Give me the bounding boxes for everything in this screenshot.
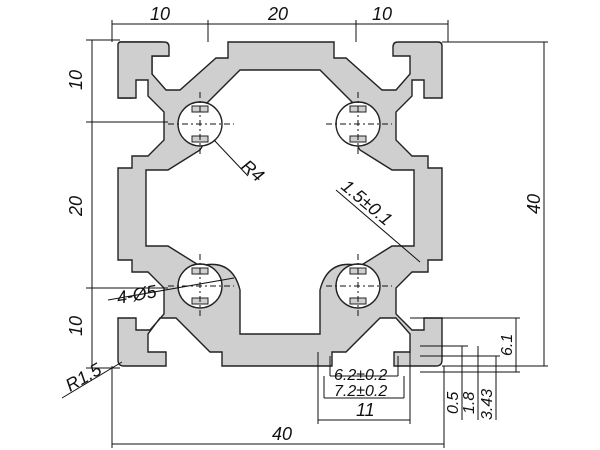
dim-right-d: 3.43 xyxy=(479,389,496,420)
dimension-lines xyxy=(61,20,548,448)
dim-left-top: 10 xyxy=(66,70,86,90)
dim-radius-corner: R1.5 xyxy=(62,359,106,396)
dim-right-a: 6.1 xyxy=(499,334,516,356)
dim-slot-a: 6.2±0.2 xyxy=(334,367,387,384)
dim-top-right: 10 xyxy=(372,4,392,24)
dim-right-c: 1.8 xyxy=(461,392,478,414)
r4-leader xyxy=(213,139,249,177)
dim-bottom-slot: 11 xyxy=(356,400,375,420)
hole-leader xyxy=(107,277,235,301)
dim-slot-b: 7.2±0.2 xyxy=(334,383,387,400)
dim-top-mid: 20 xyxy=(267,4,288,24)
dim-holes: 4-Ø5 xyxy=(115,281,159,308)
aluminium-profile xyxy=(117,41,443,367)
dim-left-bottom: 10 xyxy=(66,316,86,336)
wall-leader xyxy=(335,189,421,263)
dim-right-b: 0.5 xyxy=(445,392,462,414)
dim-right-total: 40 xyxy=(524,194,544,214)
centerlines xyxy=(168,92,392,318)
dim-bottom-total: 40 xyxy=(272,424,292,444)
dim-top-left: 10 xyxy=(150,4,170,24)
corner-radius-leader xyxy=(61,361,123,399)
dim-left-mid: 20 xyxy=(66,196,86,217)
